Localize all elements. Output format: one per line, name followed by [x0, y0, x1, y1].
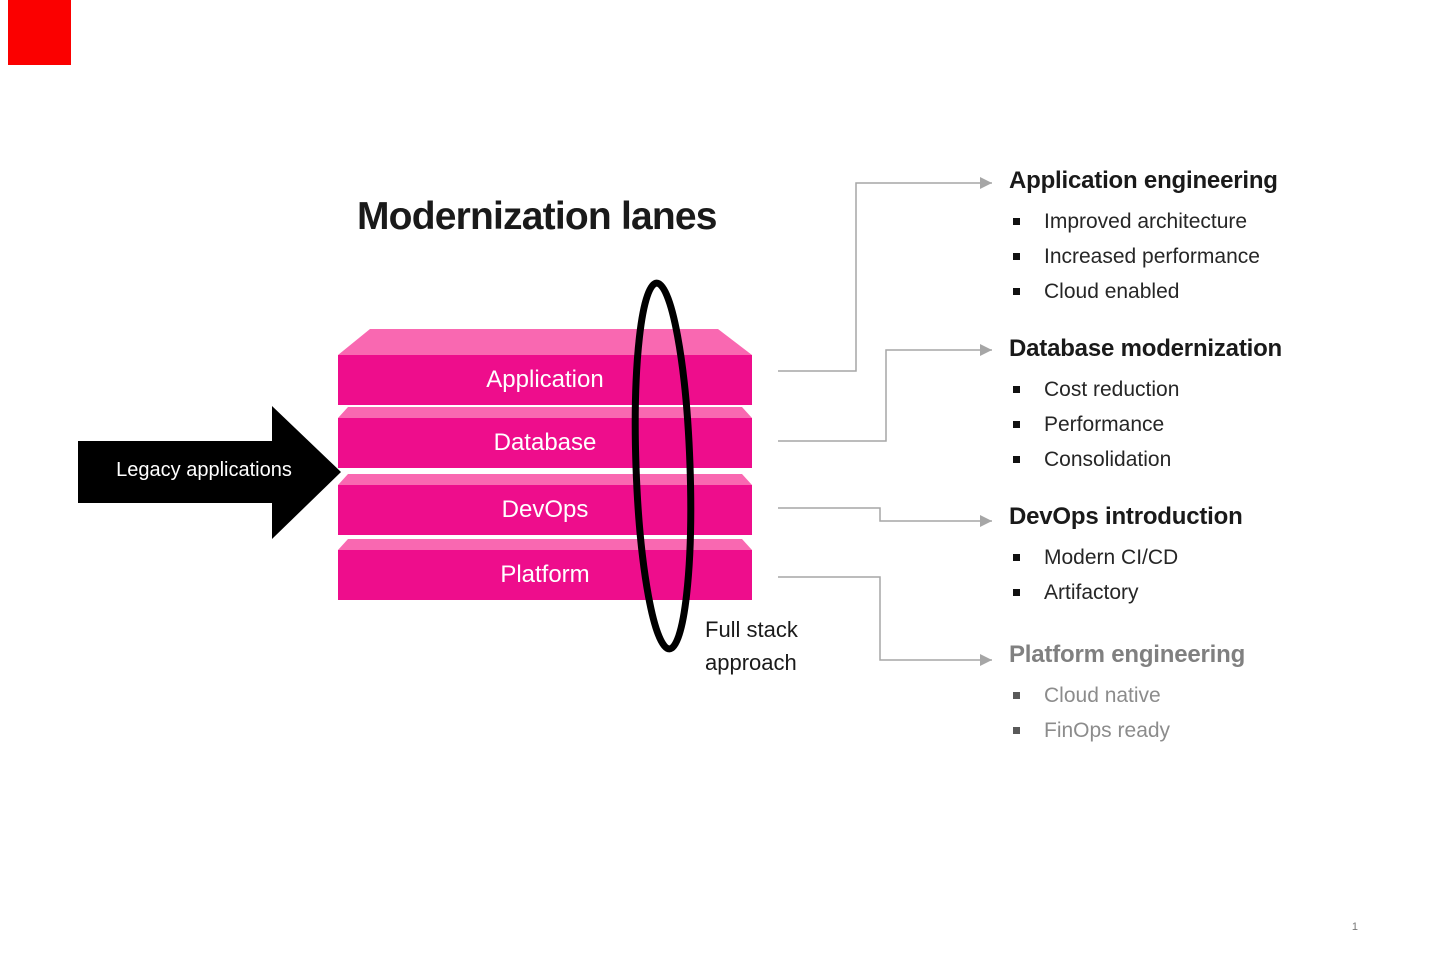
- bullet-square-icon: [1013, 554, 1020, 561]
- connector-platform: [778, 576, 992, 666]
- section-database-modernization: Database modernization Cost reduction Pe…: [1009, 334, 1349, 477]
- bullet-square-icon: [1013, 386, 1020, 393]
- list-item-text: Cloud native: [1044, 684, 1161, 707]
- page-number: 1: [1351, 921, 1358, 933]
- list-item: Improved architecture: [1009, 204, 1349, 239]
- bullet-square-icon: [1013, 589, 1020, 596]
- slab-front-platform: [338, 550, 752, 600]
- slab-top-devops: [338, 474, 752, 485]
- list-item-text: Improved architecture: [1044, 210, 1248, 233]
- list-item-text: Artifactory: [1044, 581, 1139, 604]
- section-platform-engineering: Platform engineering Cloud native FinOps…: [1009, 640, 1349, 748]
- list-item-text: Increased performance: [1044, 245, 1260, 268]
- list-item-text: Cost reduction: [1044, 378, 1180, 401]
- section-title: Application engineering: [1009, 167, 1278, 194]
- bullet-square-icon: [1013, 421, 1020, 428]
- bullet-square-icon: [1013, 253, 1020, 260]
- list-item: FinOps ready: [1009, 713, 1349, 748]
- list-item: Cost reduction: [1009, 372, 1349, 407]
- list-item: Performance: [1009, 407, 1349, 442]
- stack-layer-label-devops: DevOps: [501, 496, 589, 523]
- list-item: Consolidation: [1009, 442, 1349, 477]
- section-items: Cost reduction Performance Consolidation: [1009, 372, 1349, 477]
- list-item-text: Performance: [1044, 413, 1165, 436]
- connector-devops: [778, 507, 992, 527]
- section-devops-introduction: DevOps introduction Modern CI/CD Artifac…: [1009, 502, 1349, 610]
- section-title: DevOps introduction: [1009, 503, 1243, 530]
- full-stack-note: Full stack approach: [705, 613, 798, 679]
- legacy-arrow-label: Legacy applications: [116, 459, 292, 481]
- list-item-text: Consolidation: [1044, 448, 1172, 471]
- section-items: Cloud native FinOps ready: [1009, 678, 1349, 748]
- connector-database: [778, 344, 992, 442]
- full-stack-note-line2: approach: [705, 650, 797, 675]
- list-item: Cloud enabled: [1009, 274, 1349, 309]
- bullet-square-icon: [1013, 727, 1020, 734]
- bullet-square-icon: [1013, 456, 1020, 463]
- section-title: Database modernization: [1009, 335, 1282, 362]
- section-application-engineering: Application engineering Improved archite…: [1009, 166, 1349, 309]
- slab-front-devops: [338, 485, 752, 535]
- slab-front-database: [338, 418, 752, 468]
- slab-top-platform: [338, 539, 752, 550]
- section-items: Improved architecture Increased performa…: [1009, 204, 1349, 309]
- stack-layer-label-application: Application: [486, 366, 604, 393]
- brand-red-square: [8, 0, 71, 65]
- full-stack-ellipse: [631, 279, 695, 653]
- section-items: Modern CI/CD Artifactory: [1009, 540, 1349, 610]
- list-item-text: FinOps ready: [1044, 719, 1171, 742]
- list-item: Cloud native: [1009, 678, 1349, 713]
- connector-application: [778, 177, 992, 372]
- stack-layer-label-platform: Platform: [500, 561, 590, 588]
- list-item-text: Modern CI/CD: [1044, 546, 1179, 569]
- list-item-text: Cloud enabled: [1044, 280, 1180, 303]
- slab-top-database: [338, 407, 752, 418]
- full-stack-note-line1: Full stack: [705, 617, 798, 642]
- section-title: Platform engineering: [1009, 641, 1246, 668]
- legacy-arrow-shape: [78, 406, 341, 539]
- list-item: Artifactory: [1009, 575, 1349, 610]
- list-item: Modern CI/CD: [1009, 540, 1349, 575]
- bullet-square-icon: [1013, 218, 1020, 225]
- bullet-square-icon: [1013, 692, 1020, 699]
- slide-title: Modernization lanes: [357, 195, 717, 238]
- stack-layer-label-database: Database: [493, 429, 597, 456]
- slab-top-application: [338, 329, 752, 355]
- bullet-square-icon: [1013, 288, 1020, 295]
- list-item: Increased performance: [1009, 239, 1349, 274]
